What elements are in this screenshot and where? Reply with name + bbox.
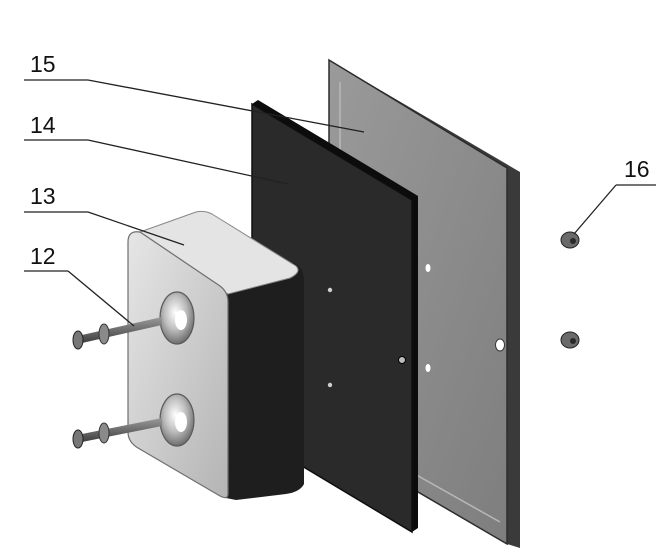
callout-15: 15 xyxy=(24,51,365,133)
back-plate-hole xyxy=(425,364,431,372)
nut xyxy=(560,331,580,349)
rubber-pad-hole xyxy=(398,356,406,364)
callout-label: 15 xyxy=(30,51,56,77)
bolt xyxy=(72,418,162,449)
callout-14: 14 xyxy=(24,112,289,185)
callout-label: 16 xyxy=(624,156,650,182)
leader-line xyxy=(573,184,617,235)
callout-label: 14 xyxy=(30,112,56,138)
leader-line xyxy=(87,139,289,185)
callout-16: 16 xyxy=(573,156,656,235)
bolt-washer xyxy=(98,323,110,345)
leader-line xyxy=(87,211,185,246)
nut-body xyxy=(560,331,580,349)
bolt-head xyxy=(72,429,84,449)
bolt xyxy=(72,317,162,350)
nut-bore xyxy=(570,238,576,244)
callout-13: 13 xyxy=(24,183,185,246)
nut-body xyxy=(560,231,580,249)
bumper-block xyxy=(127,210,304,500)
leader-line xyxy=(67,270,135,327)
bumper-block-hole-inner xyxy=(175,310,187,330)
back-plate-hole xyxy=(495,338,505,352)
nut-bore xyxy=(570,338,576,344)
leader-line xyxy=(87,79,365,133)
callout-label: 13 xyxy=(30,183,56,209)
rubber-pad-hole xyxy=(327,382,333,388)
nut xyxy=(560,231,580,249)
bolt-head xyxy=(72,330,84,350)
back-plate-hole xyxy=(425,264,431,272)
bumper-block-front xyxy=(127,231,229,499)
rubber-pad-hole xyxy=(327,287,333,293)
bumper-block-hole-inner xyxy=(175,412,187,432)
bumper-block-side xyxy=(226,262,304,500)
bolt-washer xyxy=(98,422,110,444)
callout-label: 12 xyxy=(30,243,56,269)
callout-12: 12 xyxy=(24,243,135,327)
